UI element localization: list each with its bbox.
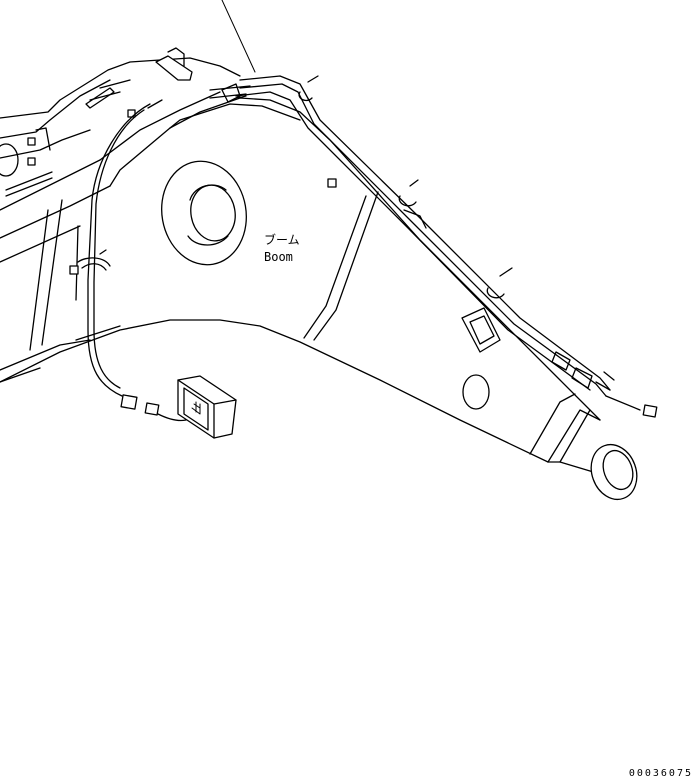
part-name-jp: ブーム xyxy=(264,232,300,247)
boom-body xyxy=(0,91,638,501)
part-name-en: Boom xyxy=(264,250,293,264)
lamp-cable xyxy=(69,103,187,422)
hose-bundle xyxy=(147,47,658,418)
work-lamp xyxy=(177,375,237,439)
drawing-number: 00036075 xyxy=(629,768,693,779)
leader-line xyxy=(221,0,256,73)
upper-frame xyxy=(0,57,241,383)
